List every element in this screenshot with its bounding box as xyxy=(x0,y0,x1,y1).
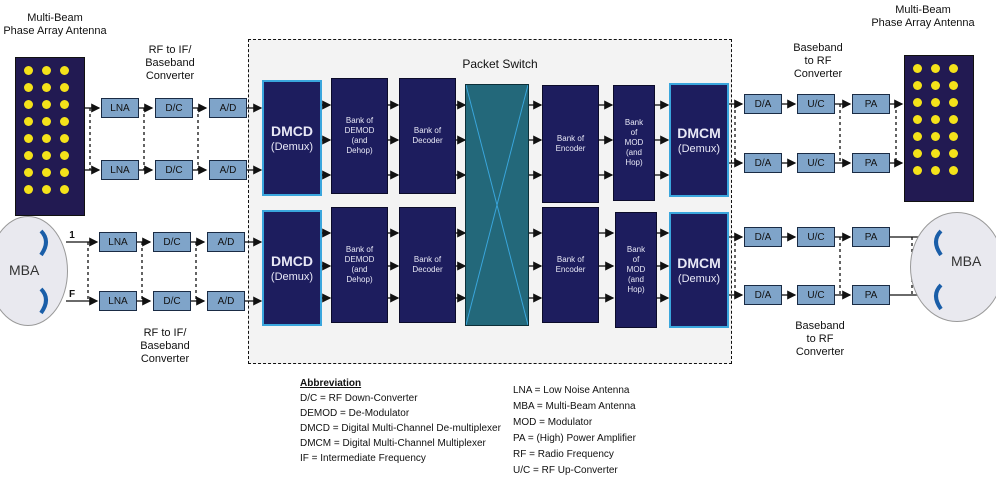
up-converter-block: U/C xyxy=(797,285,835,305)
mba-right: MBA xyxy=(910,212,996,322)
power-amplifier-block: PA xyxy=(852,94,890,114)
dmcm-block: DMCM(Demux) xyxy=(669,212,729,328)
mba-feed-icon xyxy=(934,229,943,311)
packet-switch-label: Packet Switch xyxy=(462,57,538,71)
antenna-elements xyxy=(22,63,71,199)
abbreviation-item: MBA = Multi-Beam Antenna xyxy=(513,401,636,412)
ad-block: A/D xyxy=(207,232,245,252)
da-block: D/A xyxy=(744,153,782,173)
down-converter-block: D/C xyxy=(153,291,191,311)
up-converter-block: U/C xyxy=(797,153,835,173)
lna-block: LNA xyxy=(99,232,137,252)
lna-block: LNA xyxy=(99,291,137,311)
phase-array-antenna-left xyxy=(15,57,85,216)
abbreviation-heading: Abbreviation xyxy=(300,378,362,389)
mba-feed-icon xyxy=(39,229,48,315)
da-block: D/A xyxy=(744,285,782,305)
up-converter-block: U/C xyxy=(797,94,835,114)
lna-block: LNA xyxy=(101,98,139,118)
da-block: D/A xyxy=(744,227,782,247)
abbreviation-item: DMCM = Digital Multi-Channel Multiplexer xyxy=(300,438,486,449)
lna-block: LNA xyxy=(101,160,139,180)
mba-label: MBA xyxy=(951,253,982,269)
port-first-label: 1 xyxy=(69,230,75,241)
abbreviation-item: U/C = RF Up-Converter xyxy=(513,465,618,476)
abbreviation-item: DMCD = Digital Multi-Channel De-multiple… xyxy=(300,423,501,434)
down-converter-block: D/C xyxy=(153,232,191,252)
abbreviation-item: LNA = Low Noise Antenna xyxy=(513,385,630,396)
packet-switch-fabric xyxy=(465,84,529,326)
dmcm-block: DMCM(Demux) xyxy=(669,83,729,197)
phase-array-antenna-right xyxy=(904,55,974,202)
dmcd-block: DMCD(Demux) xyxy=(262,80,322,196)
mba-left: MBA xyxy=(0,216,68,326)
down-converter-block: D/C xyxy=(155,160,193,180)
abbreviation-item: D/C = RF Down-Converter xyxy=(300,393,418,404)
abbreviation-item: IF = Intermediate Frequency xyxy=(300,453,426,464)
abbreviation-legend-right: LNA = Low Noise Antenna MBA = Multi-Beam… xyxy=(513,383,636,479)
abbreviation-legend-left: Abbreviation D/C = RF Down-Converter DEM… xyxy=(300,376,501,466)
ad-block: A/D xyxy=(207,291,245,311)
abbreviation-item: PA = (High) Power Amplifier xyxy=(513,433,636,444)
antenna-elements xyxy=(911,61,960,180)
port-last-label: F xyxy=(68,289,76,300)
down-converter-block: D/C xyxy=(155,98,193,118)
abbreviation-item: MOD = Modulator xyxy=(513,417,593,428)
abbreviation-item: DEMOD = De-Modulator xyxy=(300,408,410,419)
ad-block: A/D xyxy=(209,160,247,180)
da-block: D/A xyxy=(744,94,782,114)
abbreviation-item: RF = Radio Frequency xyxy=(513,449,614,460)
power-amplifier-block: PA xyxy=(852,227,890,247)
dmcd-block: DMCD(Demux) xyxy=(262,210,322,326)
power-amplifier-block: PA xyxy=(852,285,890,305)
ad-block: A/D xyxy=(209,98,247,118)
power-amplifier-block: PA xyxy=(852,153,890,173)
up-converter-block: U/C xyxy=(797,227,835,247)
mba-label: MBA xyxy=(9,262,40,278)
